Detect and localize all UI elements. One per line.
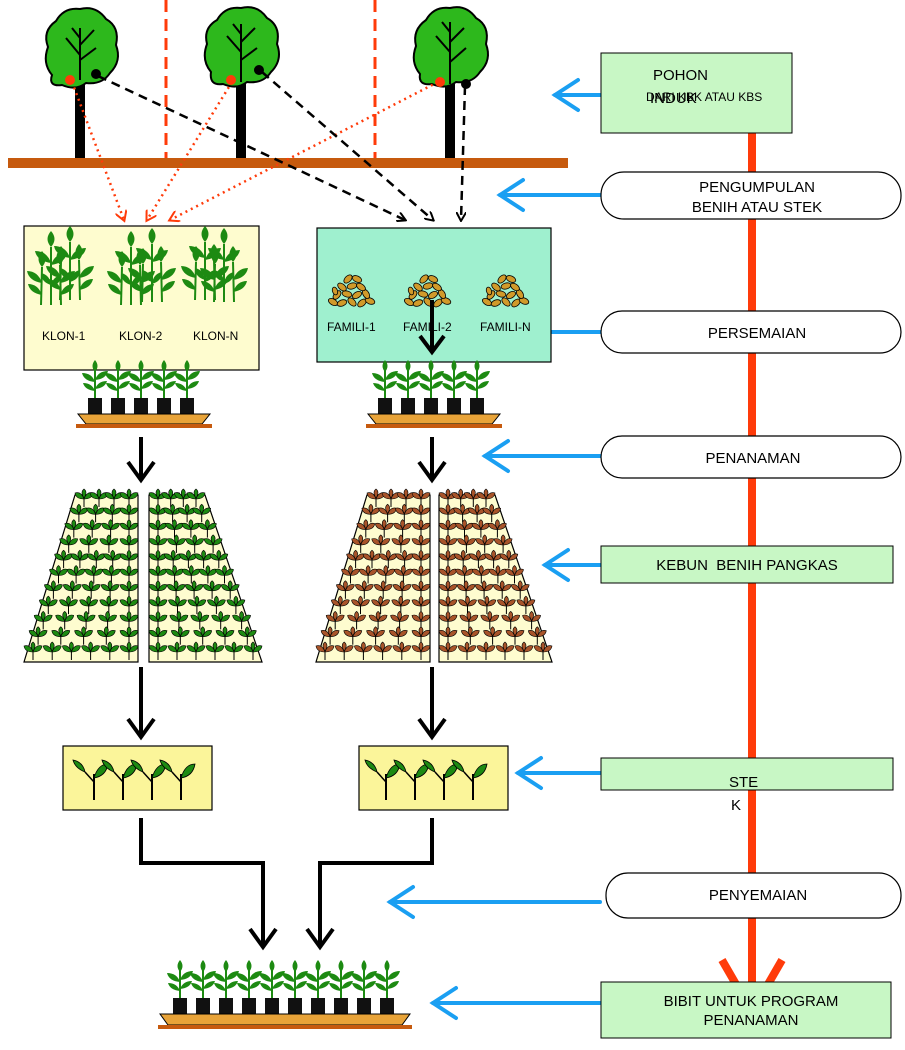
stage-bibit: BIBIT UNTUK PROGRAM PENANAMAN <box>600 981 892 1039</box>
side-arrow-stek <box>514 756 602 790</box>
seedling-tray-icon <box>76 359 212 428</box>
arrow-family-1 <box>417 437 447 484</box>
arrow-family-merge <box>305 818 434 951</box>
cutting-tray <box>358 745 509 811</box>
side-arrow-kebun <box>541 548 602 582</box>
stage-pohon-induk-line-2: INDUK <box>650 90 697 107</box>
seedling-tray-icon <box>158 959 412 1029</box>
cutting-tray <box>62 745 213 811</box>
family-down-arrow <box>418 300 446 356</box>
clone-panel: KLON-1 KLON-2 KLON-N <box>23 225 260 371</box>
flow-arrows <box>126 437 447 951</box>
stage-kebun-benih-pangkas: KEBUN BENIH PANGKAS <box>600 545 894 584</box>
family-panel: FAMILI-1 FAMILI-2 FAMILI-N <box>316 227 552 363</box>
arrow-family-2 <box>417 667 447 741</box>
side-arrow-pohon-induk <box>551 78 602 112</box>
tree-icon <box>203 6 280 160</box>
stage-pengumpulan-line-2: BENIH ATAU STEK <box>692 199 822 216</box>
divider-lines <box>164 0 377 160</box>
clone-collection-arrows <box>70 80 439 220</box>
family-label-1: FAMILI-1 <box>327 320 376 334</box>
stage-pohon-induk-line-1: POHON <box>653 67 708 84</box>
tree-icon <box>412 6 489 160</box>
stage-penyemaian-line-1: PENYEMAIAN <box>709 887 807 904</box>
clone-label-n: KLON-N <box>193 329 238 343</box>
clone-label-1: KLON-1 <box>42 329 86 343</box>
side-arrows <box>386 78 602 1020</box>
side-arrow-bibit <box>429 986 602 1020</box>
tree-icon <box>44 7 119 160</box>
stage-pengumpulan: PENGUMPULAN BENIH ATAU STEK <box>600 171 902 220</box>
side-arrow-penyemaian <box>386 885 602 919</box>
stage-penanaman-line-1: PENANAMAN <box>705 450 800 467</box>
stage-penanaman: PENANAMAN <box>600 435 902 479</box>
ground-line <box>8 158 568 168</box>
arrow-clone-1 <box>126 437 156 484</box>
stage-pengumpulan-line-1: PENGUMPULAN <box>699 179 815 196</box>
stage-persemaian: PERSEMAIAN <box>600 310 902 354</box>
stage-pohon-induk-overlay: DARI KBK ATAU KBS <box>646 90 762 104</box>
clone-label-2: KLON-2 <box>119 329 163 343</box>
stage-stek-line-2: K <box>731 797 741 814</box>
side-arrow-penanaman <box>481 439 602 473</box>
arrow-clone-2 <box>126 667 156 741</box>
stage-pohon-induk: POHON INDUK DARI KBK ATAU KBS <box>600 52 793 134</box>
seed-collection-arrows <box>97 71 467 220</box>
stage-kebun-line-1: KEBUN BENIH PANGKAS <box>656 557 837 574</box>
stage-bibit-line-2: PENANAMAN <box>703 1012 798 1029</box>
stage-penyemaian: PENYEMAIAN <box>605 872 902 919</box>
family-label-n: FAMILI-N <box>480 320 531 334</box>
stage-bibit-line-1: BIBIT UNTUK PROGRAM <box>664 993 839 1010</box>
arrow-clone-merge <box>139 818 278 951</box>
stage-stek: STE K <box>600 757 894 814</box>
seedling-tray-icon <box>366 359 502 428</box>
stage-stek-line-1: STE <box>729 774 758 791</box>
stage-persemaian-line-1: PERSEMAIAN <box>708 325 806 342</box>
family-label-2: FAMILI-2 <box>403 320 452 334</box>
side-arrow-pengumpulan <box>496 178 602 212</box>
